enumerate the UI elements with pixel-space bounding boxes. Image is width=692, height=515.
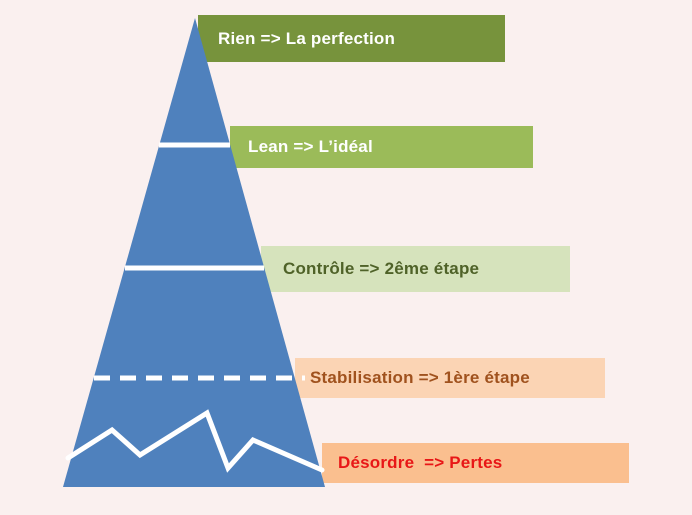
- level-box-desordre: Désordre => Pertes: [322, 443, 629, 483]
- level-label: Stabilisation => 1ère étape: [310, 368, 530, 387]
- level-box-controle: Contrôle => 2ême étape: [261, 246, 570, 292]
- pyramid-triangle: [63, 18, 325, 487]
- level-label: Contrôle => 2ême étape: [283, 259, 480, 278]
- level-label: Désordre => Pertes: [338, 453, 503, 472]
- level-box-stabilisation: Stabilisation => 1ère étape: [295, 358, 605, 398]
- level-label: Lean => L’idéal: [248, 137, 373, 156]
- level-label: Rien => La perfection: [218, 28, 396, 48]
- level-box-lean: Lean => L’idéal: [230, 126, 533, 168]
- level-box-perfection: Rien => La perfection: [198, 15, 505, 62]
